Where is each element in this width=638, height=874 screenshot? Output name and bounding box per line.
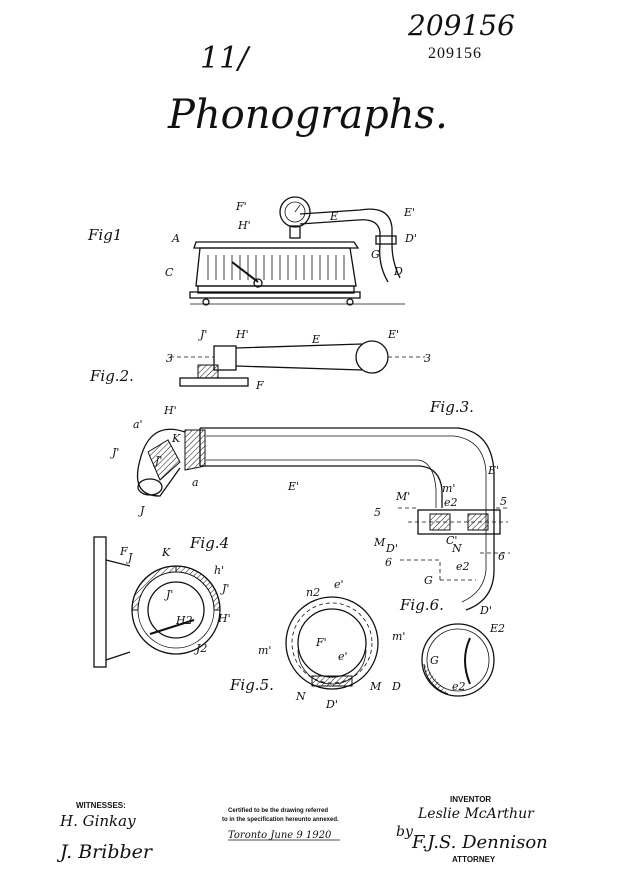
witness-2-signature: J. Bribber — [56, 841, 154, 863]
svg-text:J': J' — [220, 582, 229, 595]
svg-text:J': J' — [110, 446, 119, 459]
svg-text:E': E' — [287, 480, 299, 493]
svg-text:E2: E2 — [489, 622, 505, 635]
svg-text:E': E' — [487, 464, 499, 477]
svg-text:H': H' — [235, 328, 249, 341]
svg-text:n2: n2 — [306, 586, 320, 599]
drawing-title: Phonographs. — [167, 92, 448, 138]
fig4-caption: Fig.4 — [189, 534, 229, 552]
svg-text:C: C — [165, 266, 174, 279]
svg-text:J: J — [126, 551, 133, 564]
svg-text:m': m' — [442, 482, 455, 495]
svg-text:F': F' — [235, 200, 247, 213]
attorney-heading: ATTORNEY — [452, 855, 496, 864]
svg-text:G: G — [430, 654, 439, 667]
svg-text:G: G — [371, 248, 380, 261]
svg-text:K: K — [161, 546, 171, 559]
certified-line-2: to in the specification hereunto annexed… — [222, 817, 339, 823]
svg-text:3: 3 — [166, 352, 173, 365]
svg-text:N: N — [451, 542, 462, 555]
figure-3: Fig.3. H' a' K J' J' J a E' E' m' M' — [110, 398, 510, 610]
svg-text:J: J — [138, 504, 145, 517]
svg-text:M: M — [373, 536, 386, 549]
fig3-caption: Fig.3. — [429, 398, 474, 416]
svg-text:D: D — [393, 265, 403, 278]
svg-text:m': m' — [392, 630, 405, 643]
class-mark: 11/ — [200, 41, 251, 76]
fig6-caption: Fig.6. — [399, 596, 444, 614]
header: 209156 209156 11/ Phonographs. — [167, 9, 515, 138]
svg-text:H': H' — [237, 219, 251, 232]
svg-text:K: K — [171, 432, 181, 445]
inventor-signature: Leslie McArthur — [417, 806, 535, 822]
svg-text:a': a' — [133, 418, 143, 431]
svg-text:5: 5 — [374, 506, 381, 519]
svg-text:F: F — [119, 545, 128, 558]
svg-text:6: 6 — [498, 550, 505, 563]
svg-text:A: A — [171, 232, 180, 245]
fig5-caption: Fig.5. — [229, 676, 274, 694]
svg-text:E: E — [329, 210, 338, 223]
svg-text:e2: e2 — [444, 496, 458, 509]
svg-text:D': D' — [404, 232, 417, 245]
svg-text:m': m' — [258, 644, 271, 657]
inventor-heading: INVENTOR — [450, 795, 491, 804]
svg-text:D: D — [391, 680, 401, 693]
svg-text:J': J' — [198, 328, 207, 341]
svg-text:H': H' — [217, 612, 231, 625]
svg-text:h': h' — [214, 564, 224, 577]
svg-text:e2: e2 — [452, 680, 466, 693]
svg-text:E: E — [311, 333, 320, 346]
svg-text:H2: H2 — [175, 614, 193, 627]
figure-4: Fig.4 F J K h' J' J' H2 H' J2 — [94, 534, 231, 667]
svg-text:3: 3 — [424, 352, 431, 365]
figure-2: Fig.2. J' H' E E' 3 3 F — [89, 328, 431, 392]
witness-1-signature: H. Ginkay — [59, 812, 136, 830]
svg-text:a: a — [192, 476, 199, 489]
svg-text:M': M' — [395, 490, 410, 503]
svg-text:e2: e2 — [456, 560, 470, 573]
svg-text:G: G — [424, 574, 433, 587]
certified-place-date: Toronto June 9 1920 — [228, 830, 332, 841]
svg-text:J': J' — [164, 588, 173, 601]
witnesses-heading: WITNESSES: — [76, 801, 126, 810]
svg-text:E': E' — [403, 206, 415, 219]
attorney-signature: F.J.S. Dennison — [411, 832, 548, 853]
svg-text:e': e' — [334, 578, 344, 591]
svg-text:H': H' — [163, 404, 177, 417]
svg-text:D': D' — [479, 604, 492, 617]
svg-text:N: N — [295, 690, 306, 703]
svg-text:F: F — [255, 379, 264, 392]
svg-text:6: 6 — [385, 556, 392, 569]
svg-text:D': D' — [385, 542, 398, 555]
svg-text:E': E' — [387, 328, 399, 341]
figure-6: Fig.6. D' E2 G e2 — [399, 596, 505, 696]
svg-text:J2: J2 — [194, 642, 207, 655]
fig1-caption: Fig1 — [87, 226, 122, 244]
svg-text:F': F' — [315, 636, 327, 649]
figure-1: Fig1 F' H — [87, 197, 417, 305]
svg-text:J': J' — [153, 454, 162, 467]
svg-text:5: 5 — [500, 495, 507, 508]
certified-line-1: Certified to be the drawing referred — [228, 808, 328, 814]
fig2-caption: Fig.2. — [89, 367, 134, 385]
svg-text:M: M — [369, 680, 382, 693]
patent-number-handwritten: 209156 — [407, 9, 515, 42]
footer: WITNESSES: H. Ginkay J. Bribber Certifie… — [56, 795, 548, 864]
figure-5: Fig.5. n2 e' m' F' e' m' N D' M D — [229, 578, 405, 711]
svg-text:e': e' — [338, 650, 348, 663]
svg-text:D': D' — [325, 698, 338, 711]
patent-number-stamped: 209156 — [428, 45, 482, 62]
